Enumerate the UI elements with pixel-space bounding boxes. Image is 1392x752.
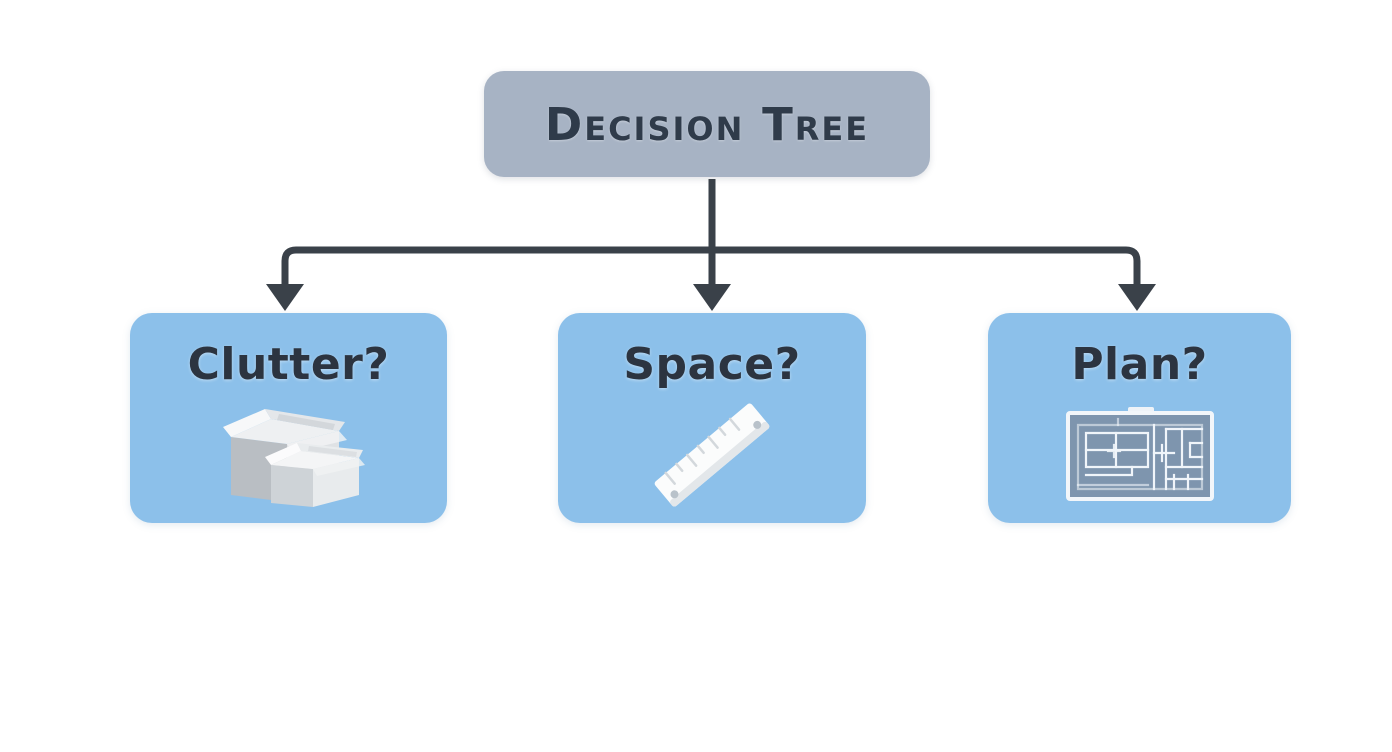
child-node-label: Space?	[623, 339, 801, 390]
child-node-label: Clutter?	[187, 339, 390, 390]
arrowhead-right	[1118, 284, 1156, 311]
child-node-space[interactable]: Space?	[558, 313, 866, 523]
connector-arrowheads	[266, 284, 1156, 311]
arrowhead-center	[693, 284, 731, 311]
arrowhead-left	[266, 284, 304, 311]
ruler-icon	[558, 399, 866, 511]
connector-bus-horizontal	[281, 246, 1141, 289]
child-node-plan[interactable]: Plan?	[988, 313, 1291, 523]
blueprint-floorplan-icon	[988, 399, 1291, 511]
root-node-label: Decision Tree	[544, 97, 870, 151]
cardboard-boxes-icon	[130, 399, 447, 511]
child-node-clutter[interactable]: Clutter?	[130, 313, 447, 523]
child-node-label: Plan?	[1071, 339, 1208, 390]
root-node-decision-tree[interactable]: Decision Tree	[484, 71, 930, 177]
